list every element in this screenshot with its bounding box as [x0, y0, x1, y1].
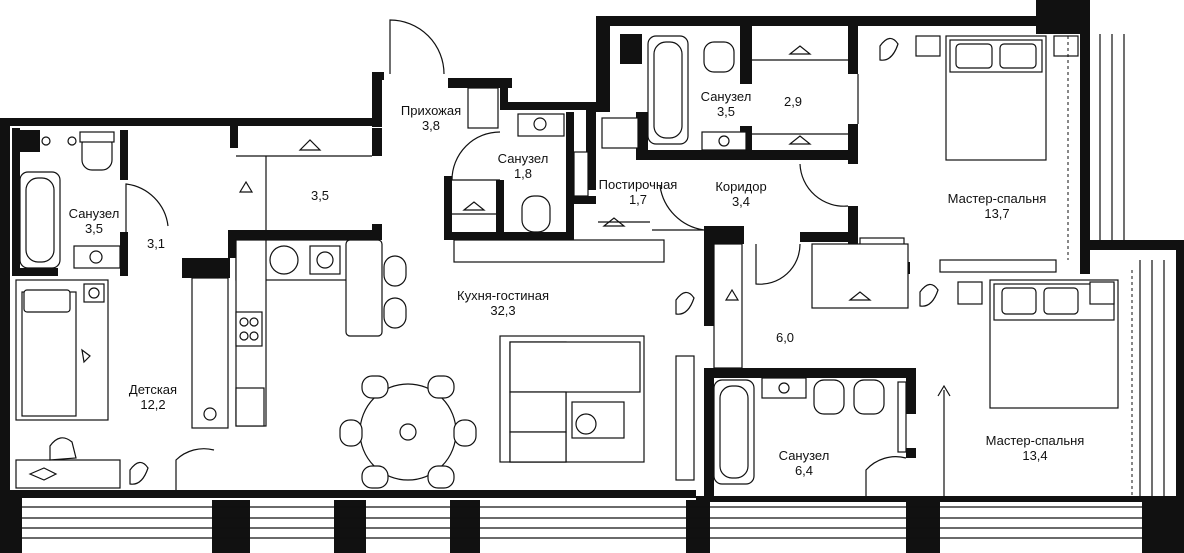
room-label-laundry: Постирочная 1,7 — [599, 177, 678, 207]
room-name: Прихожая — [400, 103, 462, 118]
room-area: 13,4 — [1022, 448, 1048, 463]
bath-master1-fixtures — [647, 35, 848, 151]
room-name: Детская — [128, 382, 178, 397]
room-area: 3,5 — [84, 221, 104, 236]
room-label-corridor: Коридор 3,4 — [715, 179, 766, 209]
room-area: 6,4 — [794, 463, 814, 478]
room-name: Санузел — [68, 206, 120, 221]
room-label-master1: Мастер-спальня 13,7 — [948, 191, 1047, 221]
room-name: Санузел — [497, 151, 549, 166]
interior-walls — [12, 24, 916, 496]
room-label-bath-master2: Санузел 6,4 — [779, 448, 830, 478]
room-label-closet-hall: 3,1 — [147, 236, 165, 251]
dressing-fixtures — [713, 243, 909, 369]
room-area: 1,8 — [513, 166, 533, 181]
room-area: 3,5 — [716, 104, 736, 119]
room-name: Мастер-спальня — [947, 191, 1047, 206]
room-area: 1,7 — [628, 192, 648, 207]
room-label-storage: 3,5 — [311, 188, 329, 203]
room-label-master2: Мастер-спальня 13,4 — [986, 433, 1085, 463]
dining-table — [339, 375, 477, 489]
room-name: Коридор — [715, 179, 767, 194]
room-label-kids: Детская 12,2 — [129, 382, 177, 412]
room-label-dressing: 6,0 — [776, 330, 794, 345]
room-name: Мастер-спальня — [985, 433, 1085, 448]
room-area: 32,3 — [490, 303, 516, 318]
room-area: 12,2 — [140, 397, 166, 412]
room-name: Постирочная — [598, 177, 678, 192]
room-label-entry: Прихожая 3,8 — [401, 103, 461, 133]
doors — [125, 19, 907, 496]
room-label-wardrobe: 2,9 — [784, 94, 802, 109]
room-label-kitchen-living: Кухня-гостиная 32,3 — [457, 288, 549, 318]
room-area: 3,4 — [731, 194, 751, 209]
master2-furniture — [675, 270, 1133, 496]
kids-furniture — [15, 277, 229, 489]
room-area: 3,1 — [146, 236, 166, 251]
room-label-bath-left: Санузел 3,5 — [69, 206, 120, 236]
room-area: 2,9 — [783, 94, 803, 109]
bath-left-fixtures — [19, 131, 121, 269]
entry-fixtures — [452, 87, 665, 263]
room-area: 13,7 — [984, 206, 1010, 221]
room-area: 3,5 — [310, 188, 330, 203]
room-name: Санузел — [700, 89, 752, 104]
room-area: 6,0 — [775, 330, 795, 345]
sofa — [499, 335, 695, 481]
room-area: 3,8 — [421, 118, 441, 133]
room-label-wc: Санузел 1,8 — [498, 151, 549, 181]
master1-furniture — [859, 30, 1079, 273]
storage-fixtures — [236, 139, 372, 230]
room-label-bath-master1: Санузел 3,5 — [701, 89, 752, 119]
kitchen-furniture — [235, 239, 407, 427]
windows — [22, 34, 1165, 539]
room-name: Санузел — [778, 448, 830, 463]
room-name: Кухня-гостиная — [457, 288, 549, 303]
bath-master2-fixtures — [713, 377, 907, 485]
